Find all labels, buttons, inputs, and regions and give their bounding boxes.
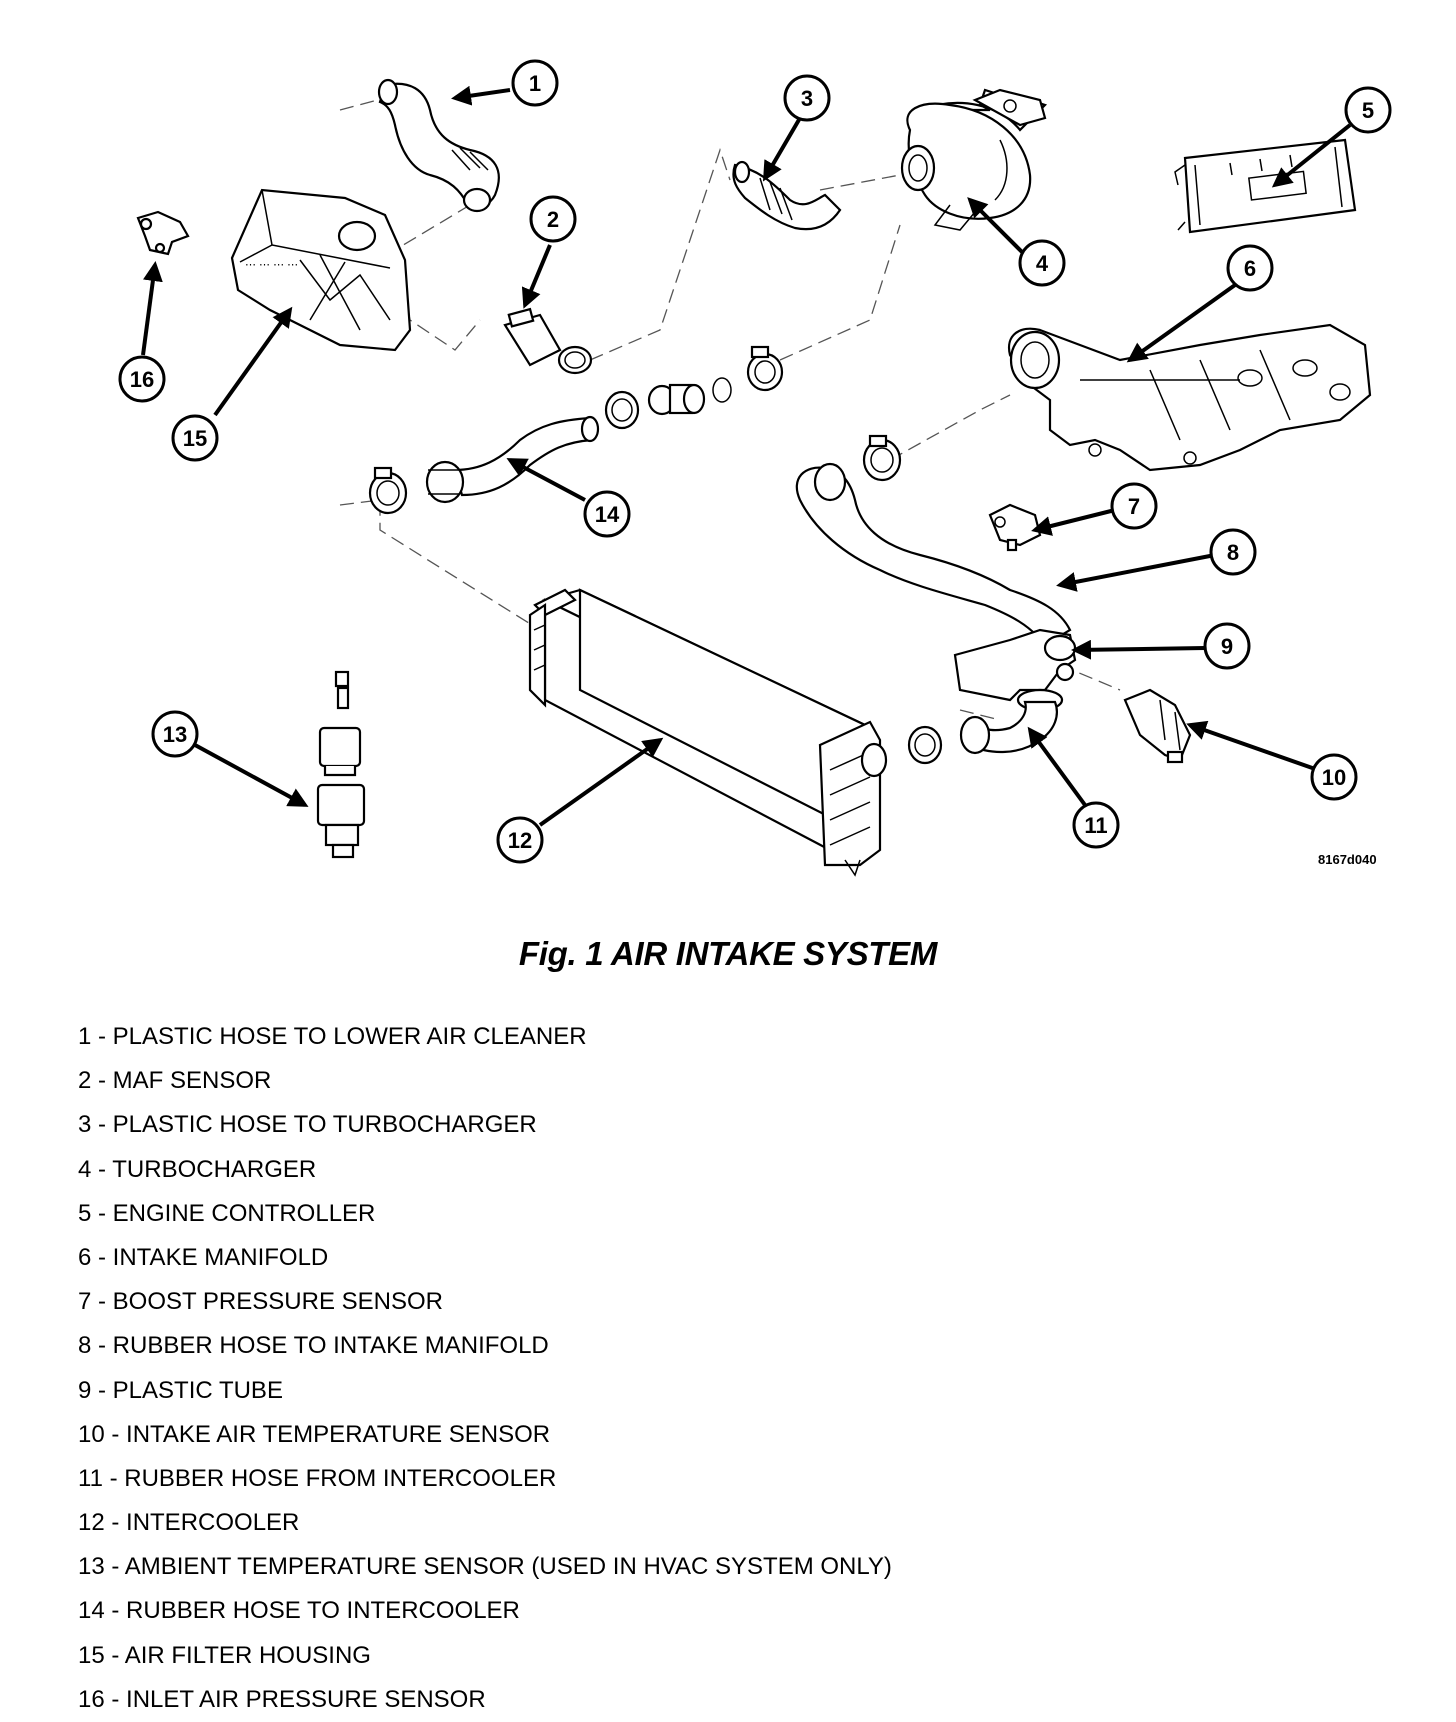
plastic-hose-to-turbocharger — [732, 160, 842, 231]
legend-item: 14 - RUBBER HOSE TO INTERCOOLER — [78, 1597, 520, 1625]
plastic-tube — [953, 628, 1077, 712]
callout-16: 16 — [118, 355, 166, 403]
intake-air-temperature-sensor — [1123, 688, 1192, 764]
engine-controller — [1174, 138, 1357, 234]
turbocharger — [900, 88, 1048, 231]
legend-item: 1 - PLASTIC HOSE TO LOWER AIR CLEANER — [78, 1023, 587, 1050]
intercooler — [528, 588, 888, 877]
svg-text:⋯ ⋯ ⋯ ⋯: ⋯ ⋯ ⋯ ⋯ — [245, 259, 298, 271]
callout-13: 13 — [151, 710, 199, 758]
callout-8: 8 — [1209, 528, 1257, 576]
legend-item: 16 - INLET AIR PRESSURE SENSOR — [78, 1685, 486, 1713]
legend-item: 12 - INTERCOOLER — [78, 1509, 300, 1537]
callout-1-label: 1 — [529, 71, 541, 96]
callout-2: 2 — [529, 195, 577, 243]
callout-10: 10 — [1310, 753, 1358, 801]
rubber-hose-from-intercooler — [907, 700, 1058, 765]
legend-item: 5 - ENGINE CONTROLLER — [78, 1199, 376, 1227]
callout-7: 7 — [1110, 482, 1158, 530]
rubber-hose-to-intercooler — [368, 345, 784, 515]
maf-sensor — [503, 307, 593, 375]
callout-7-label: 7 — [1128, 494, 1140, 519]
callout-15: 15 — [171, 414, 219, 462]
legend-item: 6 - INTAKE MANIFOLD — [78, 1243, 329, 1271]
callout-3: 3 — [783, 74, 831, 122]
callout-1: 1 — [511, 59, 559, 107]
callout-5: 5 — [1344, 86, 1392, 134]
callout-6-label: 6 — [1244, 256, 1256, 281]
callout-12: 12 — [496, 816, 544, 864]
boost-pressure-sensor — [988, 503, 1042, 552]
intake-manifold — [1007, 323, 1372, 472]
callout-4-label: 4 — [1036, 251, 1049, 276]
callout-6: 6 — [1226, 244, 1274, 292]
air-filter-housing: ⋯ ⋯ ⋯ ⋯ — [230, 188, 412, 352]
legend-item: 15 - AIR FILTER HOUSING — [78, 1641, 371, 1669]
callout-3-label: 3 — [801, 86, 813, 111]
legend-item: 11 - RUBBER HOSE FROM INTERCOOLER — [78, 1464, 557, 1492]
image-code: 8167d040 — [1318, 852, 1377, 867]
callout-11: 11 — [1072, 801, 1120, 849]
inlet-air-pressure-sensor — [136, 210, 190, 256]
callout-9-label: 9 — [1221, 634, 1233, 659]
ambient-temperature-sensor — [316, 670, 366, 859]
callout-8-label: 8 — [1227, 540, 1239, 565]
callout-11-label: 11 — [1084, 813, 1107, 838]
callout-10-label: 10 — [1322, 765, 1346, 790]
callout-9: 9 — [1203, 622, 1251, 670]
legend-item: 3 - PLASTIC HOSE TO TURBOCHARGER — [78, 1111, 537, 1139]
legend-item: 13 - AMBIENT TEMPERATURE SENSOR (USED IN… — [78, 1553, 892, 1581]
callout-4: 4 — [1018, 239, 1066, 287]
callout-5-label: 5 — [1362, 98, 1374, 123]
figure-title: Fig. 1 AIR INTAKE SYSTEM — [518, 935, 938, 972]
plastic-hose-to-lower-air-cleaner — [377, 78, 500, 213]
callout-12-label: 12 — [508, 828, 532, 853]
legend-item: 2 - MAF SENSOR — [78, 1067, 272, 1095]
callout-14: 14 — [583, 490, 631, 538]
leader-lines — [141, 85, 1352, 827]
legend-item: 4 - TURBOCHARGER — [78, 1155, 317, 1183]
legend-item: 10 - INTAKE AIR TEMPERATURE SENSOR — [78, 1420, 551, 1448]
callout-15-label: 15 — [183, 426, 207, 451]
legend-item: 9 - PLASTIC TUBE — [78, 1376, 283, 1404]
callout-13-label: 13 — [163, 722, 187, 747]
callout-2-label: 2 — [547, 207, 559, 232]
legend-item: 7 - BOOST PRESSURE SENSOR — [78, 1288, 443, 1316]
air-intake-diagram: ⋯ ⋯ ⋯ ⋯ — [118, 59, 1392, 877]
callout-14-label: 14 — [595, 502, 620, 527]
parts-legend: 1 - PLASTIC HOSE TO LOWER AIR CLEANER 2 … — [78, 1015, 892, 1722]
callout-16-label: 16 — [130, 367, 154, 392]
legend-item: 8 - RUBBER HOSE TO INTAKE MANIFOLD — [78, 1332, 549, 1360]
